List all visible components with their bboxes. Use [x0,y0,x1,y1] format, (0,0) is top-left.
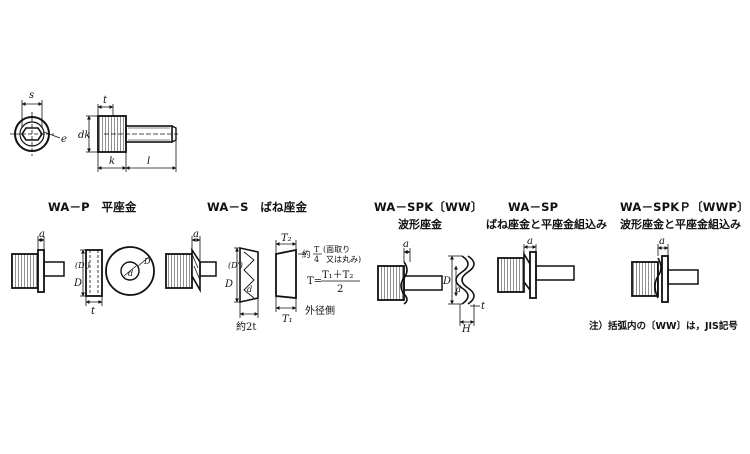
wa-p-dim-D: D [73,278,82,289]
wa-p-screw [11,236,65,293]
wa-spk-washer-detail [448,255,480,326]
wa-p-dim-d: d [128,269,133,278]
wa-s-dim-Dp: (D') [228,261,243,270]
wa-s-dim-D: D [224,279,233,290]
wa-spk-dim-a: a [403,239,409,250]
dim-t: t [103,95,108,106]
dim-e: e [61,134,67,145]
screw-side-view [86,104,178,172]
caption-wa-spk-sub: 波形座金 [398,218,442,231]
wa-s-dim-a: a [193,229,199,240]
wa-p-dim-Dp: (D') [75,261,90,270]
wa-s-dim-T2: T₂ [281,233,292,244]
wa-p-dim-D-circle: D [143,257,151,266]
caption-wa-s: WA－S ばね座金 [207,200,308,214]
wa-s-washer-detail [234,240,306,318]
wa-spk-dim-d: d [456,285,461,294]
wa-spk-screw [377,248,443,305]
outer-side-label: 外径側 [305,304,335,317]
wa-s-dim-T1: T₁ [282,314,293,325]
wa-spk-dim-D: D [442,276,451,287]
wa-spk-dim-t: t [481,301,486,312]
wa-p-dim-a: a [39,229,45,240]
formula-num: T₁＋T₂ [322,270,353,281]
dim-s: s [29,90,34,101]
dim-l: l [147,156,150,167]
dim-k: k [109,156,115,167]
wa-s-dim-d: d [247,285,252,294]
wa-sp-dim-a: a [527,236,533,247]
wa-sp-assembly [497,244,575,299]
chamfer-frac-den: 4 [314,255,319,264]
wa-spk-dim-H: H [461,324,471,335]
formula-lhs: T= [307,276,322,287]
wa-spkp-dim-a: a [659,236,665,247]
chamfer-frac-num: T [314,245,320,254]
caption-wa-sp-sub: ばね座金と平座金組込み [486,218,607,231]
wa-s-dim-2t: 約2t [236,320,256,333]
footnote: 注）括弧内の〔WW〕は，JIS記号 [589,321,738,332]
caption-wa-p: WA－P 平座金 [48,200,137,214]
chamfer-note-2: 又は丸み) [326,254,361,264]
dim-dk: dk [78,130,90,141]
wa-spkp-assembly [631,244,699,303]
caption-wa-spkp-sub: 波形座金と平座金組込み [620,218,741,231]
caption-wa-spkp: WA－SPKＰ〔WWP〕 [620,200,749,214]
wa-p-dim-t: t [91,306,96,317]
screw-end-view [10,100,61,156]
wa-p-washer-detail [80,246,155,306]
wa-s-screw [165,236,217,294]
chamfer-prefix: 約 [302,249,311,260]
caption-wa-spk: WA－SPK〔WW〕 [374,200,483,214]
chamfer-note-1: (面取り [323,245,350,254]
caption-wa-sp: WA－SP [508,200,559,214]
formula-den: 2 [337,284,343,295]
